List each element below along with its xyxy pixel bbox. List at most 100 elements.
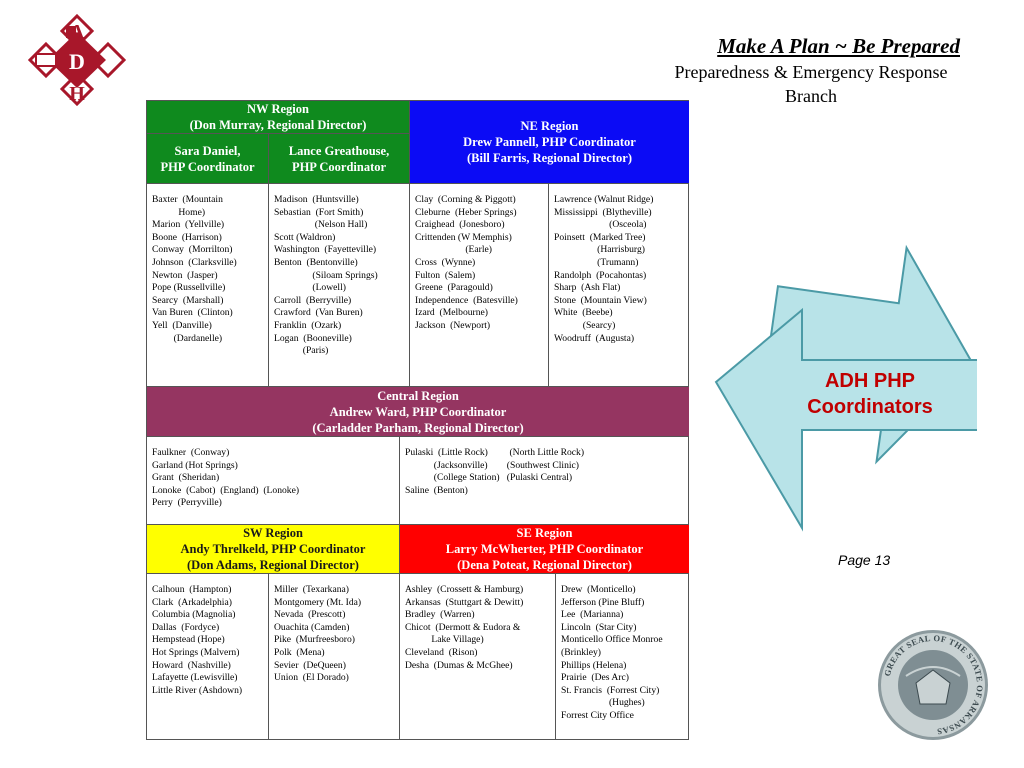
- county-entry: (Brinkley): [561, 646, 601, 658]
- state-seal: GREAT SEAL OF THE STATE OF ARKANSAS: [878, 630, 988, 740]
- county-entry: Mississippi (Blytheville): [554, 206, 652, 218]
- county-entry: (Searcy): [554, 319, 616, 331]
- county-entry: Franklin (Ozark): [274, 319, 342, 331]
- county-entry: Columbia (Magnolia): [152, 609, 236, 621]
- logo-diamond-bottom: [59, 71, 95, 106]
- county-entry: Arkansas (Stuttgart & Dewitt): [405, 596, 524, 608]
- county-entry: Lee (Marianna): [561, 609, 624, 621]
- county-entry: Boone (Harrison): [152, 231, 222, 243]
- county-entry: Searcy (Marshall): [152, 294, 224, 306]
- central-col2-list: Pulaski (Little Rock) (North Little Rock…: [400, 437, 689, 525]
- county-entry: Miller (Texarkana): [274, 584, 349, 595]
- county-entry: Logan (Booneville): [274, 332, 352, 344]
- arrow-label: ADH PHP Coordinators: [807, 370, 933, 418]
- ne-col2-list: Lawrence (Walnut Ridge)Mississippi (Blyt…: [549, 184, 689, 387]
- county-entry: Madison (Huntsville): [274, 194, 359, 205]
- county-entry: (Siloam Springs): [274, 269, 378, 281]
- page-number: Page 13: [838, 552, 891, 568]
- logo-letter-d: D: [69, 49, 85, 74]
- county-entry: Little River (Ashdown): [152, 684, 243, 696]
- ne-region-header: NE Region Drew Pannell, PHP Coordinator …: [410, 101, 689, 184]
- double-arrow-graphic: [714, 244, 977, 532]
- county-entry: Sharp (Ash Flat): [554, 282, 621, 294]
- county-entry: Clay (Corning & Piggott): [415, 194, 516, 205]
- county-entry: Faulkner (Conway): [152, 447, 230, 458]
- county-entry: Washington (Fayetteville): [274, 244, 377, 256]
- logo-letter-a: A: [70, 21, 85, 43]
- county-entry: (Trumann): [554, 256, 639, 268]
- nw-col2-list: Madison (Huntsville)Sebastian (Fort Smit…: [269, 184, 410, 387]
- county-entry: Crittenden (W Memphis): [415, 231, 512, 243]
- county-entry: Montgomery (Mt. Ida): [274, 596, 362, 608]
- county-entry: (Osceola): [554, 219, 647, 231]
- county-entry: Forrest City Office: [561, 709, 634, 721]
- county-entry: Conway (Morrilton): [152, 244, 233, 256]
- county-entry: Prairie (Des Arc): [561, 672, 629, 684]
- county-entry: Craighead (Jonesboro): [415, 219, 505, 231]
- page-subtitle: Preparedness & Emergency Response Branch: [674, 62, 948, 106]
- county-entry: Grant (Sheridan): [152, 472, 220, 484]
- regions-table: NW Region (Don Murray, Regional Director…: [146, 100, 689, 740]
- county-entry: Perry (Perryville): [152, 497, 222, 509]
- county-entry: Crawford (Van Buren): [274, 307, 363, 319]
- county-entry: Woodruff (Augusta): [554, 332, 635, 344]
- sw-col1-list: Calhoun (Hampton)Clark (Arkadelphia)Colu…: [147, 574, 269, 739]
- county-entry: Pulaski (Little Rock) (North Little Rock…: [405, 447, 585, 458]
- county-entry: (Earle): [415, 244, 492, 256]
- county-entry: Pike (Murfreesboro): [274, 634, 355, 646]
- county-entry: (Dardanelle): [152, 332, 223, 344]
- se-col1-list: Ashley (Crossett & Hamburg)Arkansas (Stu…: [400, 574, 556, 739]
- county-entry: Benton (Bentonville): [274, 256, 358, 268]
- county-entry: Howard (Nashville): [152, 659, 231, 671]
- county-entry: Yell (Danville): [152, 319, 212, 331]
- county-entry: Independence (Batesville): [415, 294, 518, 306]
- county-entry: (Paris): [274, 345, 329, 357]
- se-col2-list: Drew (Monticello)Jefferson (Pine Bluff)L…: [556, 574, 689, 739]
- county-entry: Greene (Paragould): [415, 282, 493, 294]
- county-entry: Bradley (Warren): [405, 609, 475, 621]
- county-entry: Johnson (Clarksville): [152, 256, 237, 268]
- county-entry: Cleburne (Heber Springs): [415, 206, 517, 218]
- county-entry: Union (El Dorado): [274, 672, 349, 684]
- county-entry: Lonoke (Cabot) (England) (Lonoke): [152, 484, 300, 496]
- page-title: Make A Plan ~ Be Prepared: [717, 34, 960, 58]
- county-entry: Polk (Mena): [274, 646, 325, 658]
- county-entry: White (Beebe): [554, 307, 613, 319]
- county-entry: Drew (Monticello): [561, 584, 636, 595]
- logo-letter-h: H: [69, 83, 85, 105]
- county-entry: Dallas (Fordyce): [152, 621, 220, 633]
- logo-center-diamond: [48, 32, 106, 88]
- county-entry: Monticello Office Monroe: [561, 634, 663, 646]
- county-entry: Sebastian (Fort Smith): [274, 206, 364, 218]
- county-entry: (Hughes): [561, 697, 645, 709]
- county-entry: Randolph (Pocahontas): [554, 269, 647, 281]
- nw-col1-list: Baxter (Mountain Home)Marion (Yellville)…: [147, 184, 269, 387]
- county-entry: Garland (Hot Springs): [152, 459, 238, 471]
- nw-col2-header: Lance Greathouse, PHP Coordinator: [269, 134, 410, 184]
- county-entry: (Jacksonville) (Southwest Clinic): [405, 459, 579, 471]
- county-entry: Pope (Russellville): [152, 282, 226, 294]
- county-entry: Saline (Benton): [405, 484, 468, 496]
- county-entry: Cleveland (Rison): [405, 646, 478, 658]
- county-entry: Phillips (Helena): [561, 659, 627, 671]
- county-entry: (Nelson Hall): [274, 219, 368, 231]
- county-entry: (Harrisburg): [554, 244, 645, 256]
- county-entry: Calhoun (Hampton): [152, 584, 232, 595]
- adh-logo: A D H: [28, 14, 126, 106]
- county-entry: Lincoln (Star City): [561, 621, 637, 633]
- county-entry: Clark (Arkadelphia): [152, 596, 232, 608]
- county-entry: Hempstead (Hope): [152, 634, 225, 646]
- county-entry: Home): [152, 206, 206, 218]
- county-entry: Fulton (Salem): [415, 269, 476, 281]
- county-entry: (College Station) (Pulaski Central): [405, 472, 573, 484]
- central-col1-list: Faulkner (Conway)Garland (Hot Springs)Gr…: [147, 437, 400, 525]
- county-entry: Jefferson (Pine Bluff): [561, 596, 645, 608]
- ne-col1-list: Clay (Corning & Piggott)Cleburne (Heber …: [410, 184, 549, 387]
- se-region-header: SE Region Larry McWherter, PHP Coordinat…: [400, 525, 689, 574]
- county-entry: St. Francis (Forrest City): [561, 684, 660, 696]
- sw-region-header: SW Region Andy Threlkeld, PHP Coordinato…: [147, 525, 400, 574]
- county-entry: Izard (Melbourne): [415, 307, 488, 319]
- county-entry: Ouachita (Camden): [274, 621, 350, 633]
- county-entry: Stone (Mountain View): [554, 294, 647, 306]
- central-region-header: Central Region Andrew Ward, PHP Coordina…: [147, 387, 689, 437]
